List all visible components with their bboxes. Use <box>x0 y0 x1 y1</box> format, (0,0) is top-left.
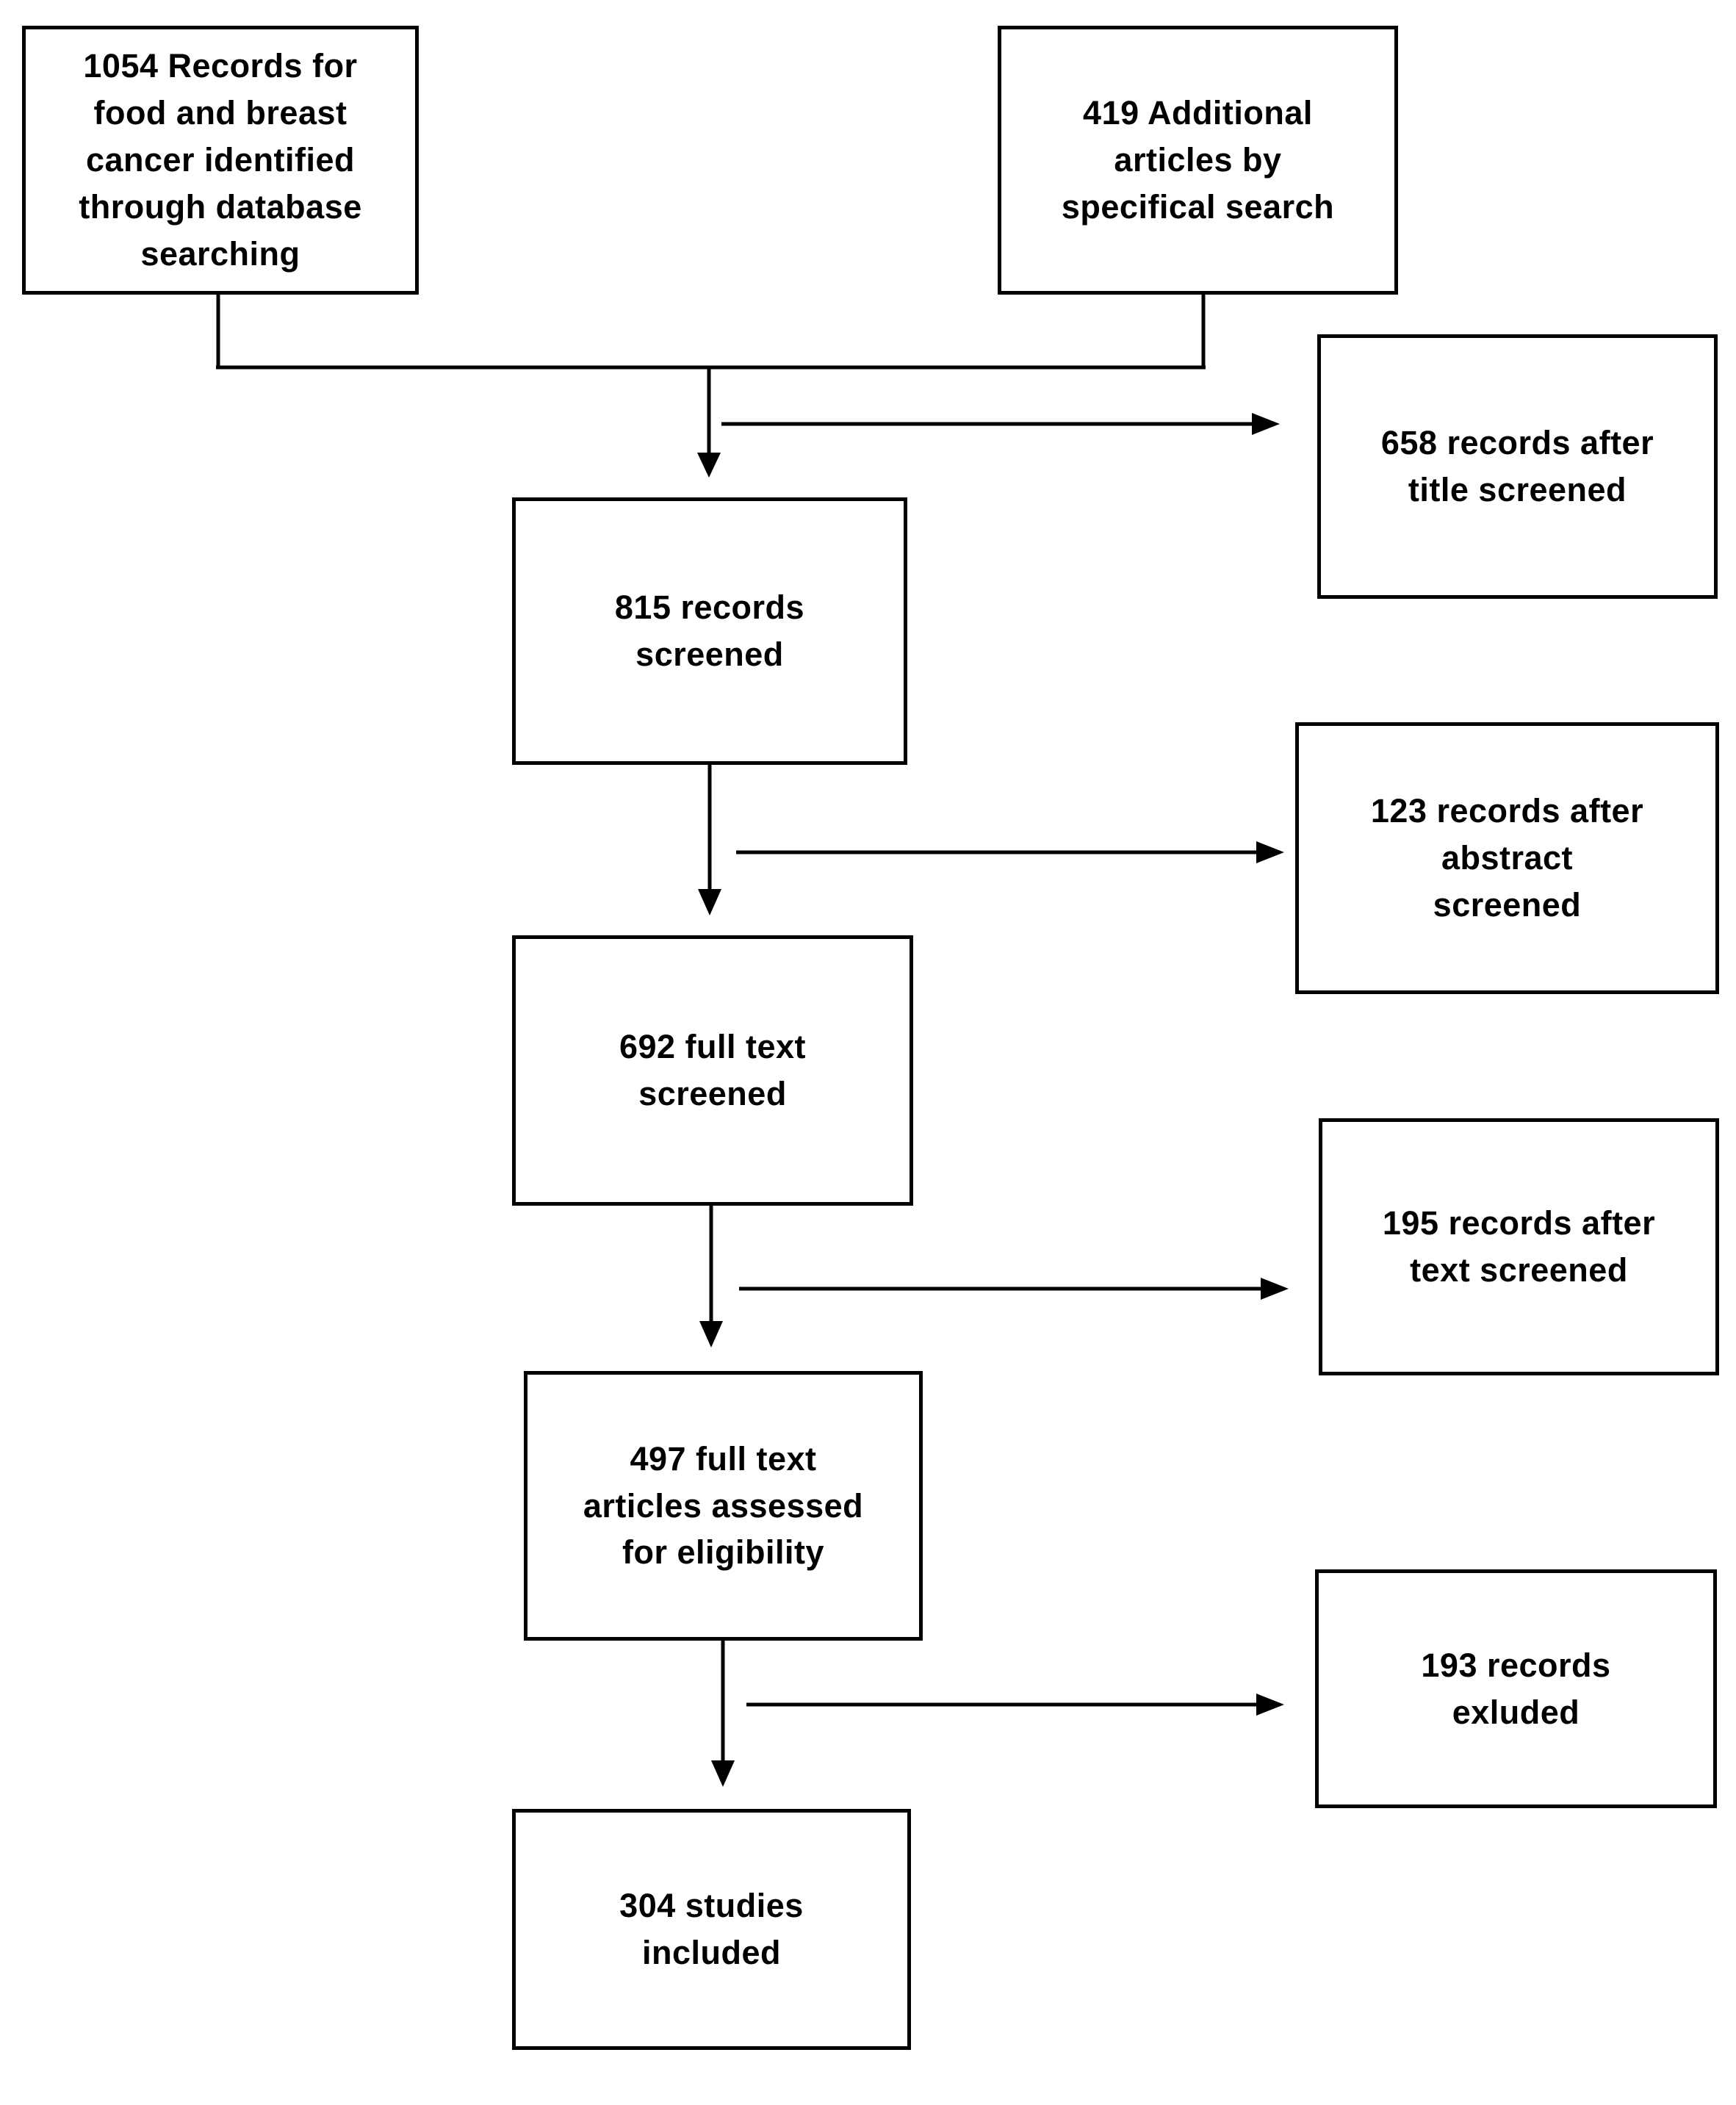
node-records-screened-label: 815 records screened <box>614 589 805 673</box>
node-text-screened-excluded-label: 195 records after text screened <box>1382 1204 1656 1289</box>
arrowhead-to-abstract-screened <box>1256 841 1284 863</box>
node-additional-articles-label: 419 Additional articles by specifical se… <box>1061 94 1335 226</box>
node-database-records-label: 1054 Records for food and breast cancer … <box>79 47 362 273</box>
arrowhead-to-assessed <box>699 1321 723 1347</box>
node-additional-articles: 419 Additional articles by specifical se… <box>998 26 1398 295</box>
node-records-excluded: 193 records exluded <box>1315 1569 1717 1808</box>
node-full-text-assessed: 497 full text articles assessed for elig… <box>524 1371 923 1641</box>
arrowhead-to-text-screened <box>1261 1278 1289 1300</box>
node-abstract-screened-excluded-label: 123 records after abstract screened <box>1370 792 1644 924</box>
arrowhead-to-title-screened <box>1252 413 1280 435</box>
node-text-screened-excluded: 195 records after text screened <box>1319 1118 1719 1375</box>
node-studies-included: 304 studies included <box>512 1809 911 2050</box>
arrowhead-to-screened <box>697 453 721 478</box>
node-abstract-screened-excluded: 123 records after abstract screened <box>1295 722 1719 994</box>
arrowhead-to-fulltext <box>698 889 721 915</box>
node-studies-included-label: 304 studies included <box>619 1887 804 1971</box>
node-full-text-assessed-label: 497 full text articles assessed for elig… <box>583 1439 864 1572</box>
node-full-text-screened: 692 full text screened <box>512 935 913 1206</box>
arrowhead-to-included <box>711 1760 735 1787</box>
node-title-screened-excluded: 658 records after title screened <box>1317 334 1718 599</box>
node-records-excluded-label: 193 records exluded <box>1421 1646 1611 1731</box>
arrowhead-to-records-excluded <box>1256 1694 1284 1716</box>
node-full-text-screened-label: 692 full text screened <box>619 1028 807 1112</box>
node-title-screened-excluded-label: 658 records after title screened <box>1380 424 1654 508</box>
node-records-screened: 815 records screened <box>512 497 907 765</box>
node-database-records: 1054 Records for food and breast cancer … <box>22 26 419 295</box>
